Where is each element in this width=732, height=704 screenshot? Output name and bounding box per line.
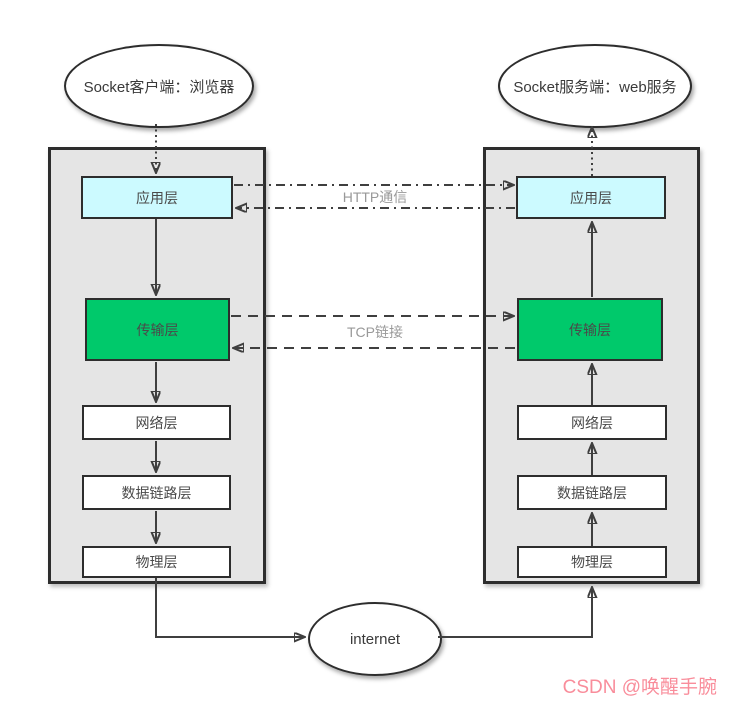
internet-node: internet <box>308 602 442 676</box>
layer-box-server-datalink: 数据链路层 <box>517 475 667 510</box>
http-link-label: HTTP通信 <box>342 189 408 205</box>
layer-box-client-datalink: 数据链路层 <box>82 475 231 510</box>
layer-box-client-physical: 物理层 <box>82 546 231 578</box>
layer-label: 传输层 <box>136 321 179 338</box>
layer-label: 应用层 <box>136 189 178 206</box>
layer-box-client-transport: 传输层 <box>85 298 230 361</box>
layer-label: 网络层 <box>571 414 613 431</box>
layer-box-server-network: 网络层 <box>517 405 667 440</box>
layer-label: 数据链路层 <box>557 484 627 501</box>
server-node: Socket服务端：web服务 <box>498 44 692 128</box>
layer-label: 应用层 <box>570 189 612 206</box>
client-node-label: Socket客户端：浏览器 <box>83 78 235 96</box>
layer-label: 网络层 <box>135 414 178 431</box>
client-stack-container <box>48 147 266 584</box>
tcp-link-label: TCP链接 <box>347 324 403 340</box>
layer-label: 传输层 <box>569 321 611 338</box>
internet-node-label: internet <box>349 630 401 648</box>
client-node: Socket客户端：浏览器 <box>64 44 254 128</box>
layer-box-server-application: 应用层 <box>516 176 666 219</box>
layer-box-client-application: 应用层 <box>81 176 233 219</box>
client-physical-to-internet-arrow <box>155 578 304 637</box>
server-node-label: Socket服务端：web服务 <box>513 78 677 96</box>
layer-label: 物理层 <box>135 554 178 570</box>
layer-label: 数据链路层 <box>121 484 192 501</box>
layer-box-server-transport: 传输层 <box>517 298 663 361</box>
watermark-text: CSDN @唤醒手腕 <box>562 677 717 698</box>
internet-to-server-physical-arrow <box>438 588 592 638</box>
layer-label: 物理层 <box>571 554 613 570</box>
layer-box-client-network: 网络层 <box>82 405 231 440</box>
layer-box-server-physical: 物理层 <box>517 546 667 578</box>
